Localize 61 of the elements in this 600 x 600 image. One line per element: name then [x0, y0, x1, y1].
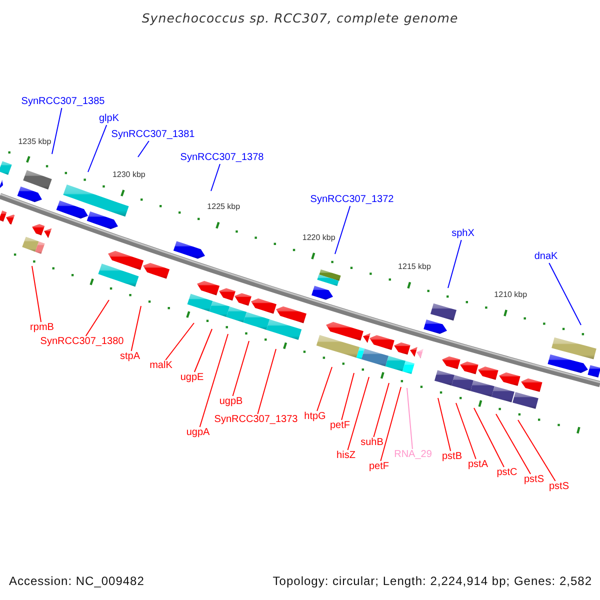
gene-label: pstC: [496, 467, 518, 479]
leader-line: [474, 408, 504, 468]
gene-label: SynRCC307_1381: [111, 129, 195, 141]
gene-label: SynRCC307_1372: [310, 194, 394, 206]
leader-line: [448, 240, 462, 288]
leader-line: [32, 266, 42, 322]
leader-line: [456, 402, 476, 460]
leader-line: [347, 376, 370, 450]
leader-line: [130, 306, 142, 352]
leader-line: [548, 262, 582, 326]
tick-label: 1225 kbp: [207, 202, 240, 212]
leader-line: [138, 140, 150, 158]
gene-label: ugpA: [186, 427, 210, 439]
tick-label: 1210 kbp: [494, 290, 528, 300]
leader-line: [373, 382, 390, 438]
gene-label: SynRCC307_1373: [214, 414, 298, 426]
leader-line: [496, 414, 532, 474]
leader-line: [165, 322, 194, 360]
gene-label: pstB: [442, 451, 462, 463]
tick-label: 1235 kbp: [18, 136, 52, 146]
gene-label: dnaK: [534, 251, 558, 263]
leader-line: [341, 372, 354, 420]
gene-label: SynRCC307_1380: [40, 336, 124, 348]
gene-label: SynRCC307_1385: [21, 96, 105, 108]
diagram-title: Synechococcus sp. RCC307, complete genome: [142, 10, 458, 26]
gene-label: RNA_29: [394, 449, 432, 461]
gene-label: rpmB: [30, 322, 54, 334]
gene-label: petF: [330, 420, 350, 432]
gene-label: pstS: [524, 474, 544, 486]
leader-line: [438, 398, 452, 452]
leader-line: [199, 334, 228, 428]
leader-line: [334, 206, 351, 254]
leader-line: [52, 108, 62, 154]
leader-line: [406, 388, 413, 450]
tick-label: 1220 kbp: [302, 232, 336, 243]
accession-text: Accession: NC_009482: [9, 574, 144, 588]
leader-line: [85, 300, 110, 336]
leader-line: [257, 348, 276, 414]
leader-line: [232, 340, 250, 396]
gene-label: pstA: [468, 459, 488, 471]
gene-label: suhB: [360, 437, 384, 449]
gene-label: hisZ: [336, 450, 356, 462]
gene-label: pstS: [549, 481, 569, 493]
leader-line: [316, 366, 332, 412]
leader-line: [210, 164, 220, 192]
gene-label: petF: [369, 461, 389, 473]
genome-stats-text: Topology: circular; Length: 2,224,914 bp; Genes: 2,582: [272, 574, 592, 588]
leader-line: [518, 420, 556, 482]
gene-label: ugpB: [219, 396, 243, 408]
gene-label: sphX: [452, 228, 474, 240]
tick-label: 1230 kbp: [112, 170, 146, 180]
gene-label: ugpE: [180, 372, 204, 384]
tick-label: 1215 kbp: [398, 262, 431, 272]
leader-line: [380, 386, 402, 462]
gene-label: glpK: [99, 113, 119, 125]
gene-label: htpG: [304, 411, 326, 423]
gene-label: stpA: [120, 351, 140, 363]
leader-line: [88, 124, 108, 172]
gene-label: SynRCC307_1378: [180, 152, 264, 164]
leader-line: [194, 328, 212, 372]
gene-label: malK: [150, 360, 172, 372]
